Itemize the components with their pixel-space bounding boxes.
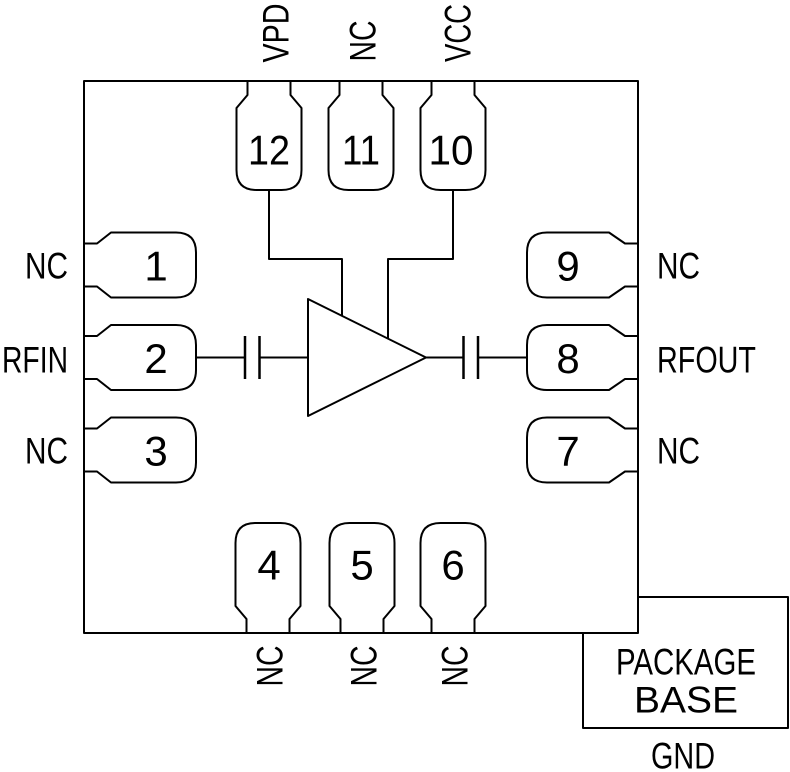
pin-12: 12 <box>235 81 303 191</box>
pin-11-name-label: NC <box>343 21 384 62</box>
pin-8-number: 8 <box>556 335 579 382</box>
pin-1: 1 <box>84 231 197 299</box>
pin-11-pad <box>327 81 395 191</box>
pin-10: 10 <box>419 81 487 191</box>
pin-3-name-label: NC <box>25 431 68 472</box>
pin-1-pad <box>84 231 197 299</box>
pin-12-number: 12 <box>248 127 290 174</box>
pin-4-pad <box>234 522 302 633</box>
output-coupling-capacitor-icon <box>462 336 480 379</box>
pin-4-number: 4 <box>257 542 280 589</box>
pin-2-number: 2 <box>144 335 167 382</box>
pin-2-pad <box>84 324 197 391</box>
gnd-label: GND <box>651 736 715 772</box>
pin-2: 2 <box>84 324 197 391</box>
pin-11: 11 <box>327 81 395 191</box>
pin-10-number: 10 <box>429 127 474 174</box>
pin-6-name-label: NC <box>435 646 476 687</box>
pin-5: 5 <box>328 522 396 633</box>
pin-1-name-label: NC <box>25 246 68 287</box>
pin-7-pad <box>526 416 638 484</box>
package-outline <box>83 80 639 634</box>
pin-3-pad <box>84 416 197 484</box>
pin-4-name-label: NC <box>250 646 291 687</box>
pin-11-number: 11 <box>342 127 380 174</box>
pin-7-name-label: NC <box>657 431 700 472</box>
pin-2-name-label: RFIN <box>2 340 68 381</box>
pin-3: 3 <box>84 416 197 484</box>
package-base-label-line2: BASE <box>634 680 738 721</box>
pin-7-number: 7 <box>556 428 579 475</box>
package-base-box <box>582 596 789 729</box>
pin-1-number: 1 <box>144 243 167 290</box>
pin-12-name-label: VPD <box>256 4 297 63</box>
pin-8-name-label: RFOUT <box>657 340 756 381</box>
pin-4: 4 <box>234 522 302 633</box>
pin-5-name-label: NC <box>344 646 385 687</box>
amplifier-triangle-icon <box>307 298 427 417</box>
pin-9: 9 <box>526 231 638 299</box>
pin-6: 6 <box>419 522 487 633</box>
pin-3-number: 3 <box>144 428 167 475</box>
pin-9-pad <box>526 231 638 299</box>
pin-10-name-label: VCC <box>438 4 479 62</box>
pin-9-name-label: NC <box>657 246 700 287</box>
vcc-trace <box>387 190 454 339</box>
pin-8: 8 <box>526 324 638 391</box>
pin-9-number: 9 <box>556 243 579 290</box>
pin-7: 7 <box>526 416 638 484</box>
package-base-label-line1: PACKAGE <box>616 642 756 683</box>
pin-6-pad <box>419 522 487 633</box>
rfout-signal-path <box>426 336 527 379</box>
pin-5-number: 5 <box>350 542 373 589</box>
pin-6-number: 6 <box>441 542 464 589</box>
pin-8-pad <box>526 324 638 391</box>
pin-5-pad <box>328 522 396 633</box>
input-coupling-capacitor-icon <box>243 336 261 379</box>
rfin-signal-path <box>196 336 308 379</box>
vpd-trace <box>268 190 343 316</box>
